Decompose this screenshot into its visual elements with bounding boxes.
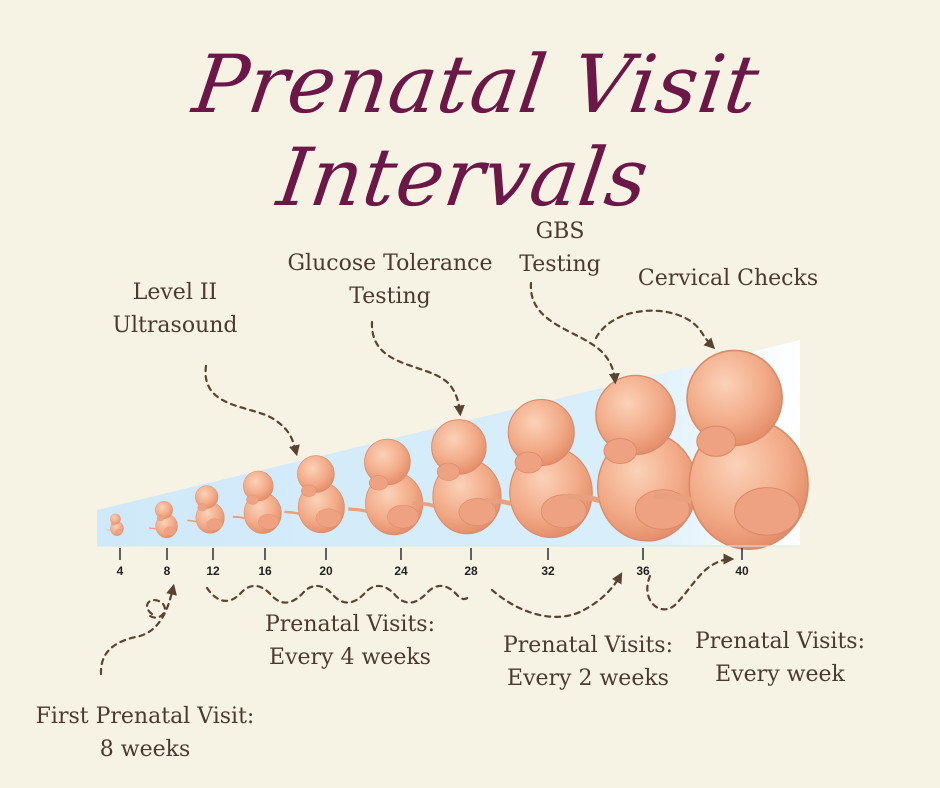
label-every-4-weeks: Prenatal Visits: Every 4 weeks — [264, 612, 436, 670]
fetus-week-16 — [232, 470, 282, 534]
arrow-gbs — [529, 281, 620, 385]
label-every-week: Prenatal Visits: Every week — [694, 629, 866, 687]
tick-label-week-36: 36 — [636, 564, 650, 578]
label-every-2-weeks: Prenatal Visits: Every 2 weeks — [502, 633, 674, 691]
tick-label-week-40: 40 — [735, 564, 749, 578]
tick-label-week-12: 12 — [206, 564, 220, 578]
arrow-level2 — [204, 364, 300, 457]
label-level-ii-ultrasound: Level II Ultrasound — [112, 280, 238, 338]
wave-every4 — [205, 584, 472, 604]
timeline-ticks — [119, 548, 743, 560]
label-gbs-testing: GBS Testing — [519, 219, 601, 277]
fetus-week-28 — [412, 419, 502, 535]
fetus-week-4 — [106, 513, 124, 536]
label-first-prenatal-visit: First Prenatal Visit: 8 weeks — [35, 704, 255, 762]
arrow-cervical — [594, 309, 716, 350]
fetus-week-24 — [348, 438, 424, 536]
label-glucose-tolerance: Glucose Tolerance Testing — [287, 251, 493, 309]
tick-label-week-24: 24 — [394, 564, 408, 578]
arrow-every2 — [490, 572, 623, 618]
arrow-glucose — [370, 320, 465, 417]
arrow-every1 — [646, 553, 735, 611]
tick-label-week-16: 16 — [258, 564, 272, 578]
label-cervical-checks: Cervical Checks — [637, 266, 819, 291]
fetus-week-12 — [187, 485, 225, 534]
fetus-week-8 — [148, 501, 178, 539]
tick-label-week-4: 4 — [116, 564, 124, 578]
arrow-first-visit — [99, 583, 177, 676]
tick-label-week-32: 32 — [541, 564, 555, 578]
arrows — [99, 281, 735, 676]
tick-label-week-20: 20 — [319, 564, 333, 578]
fetus-group — [106, 349, 809, 551]
fetus-week-40 — [652, 349, 809, 551]
tick-label-week-28: 28 — [464, 564, 478, 578]
loop-first-visit — [145, 598, 166, 619]
fetus-week-32 — [484, 398, 593, 539]
tick-label-week-8: 8 — [163, 564, 171, 578]
fetus-week-20 — [284, 455, 345, 534]
